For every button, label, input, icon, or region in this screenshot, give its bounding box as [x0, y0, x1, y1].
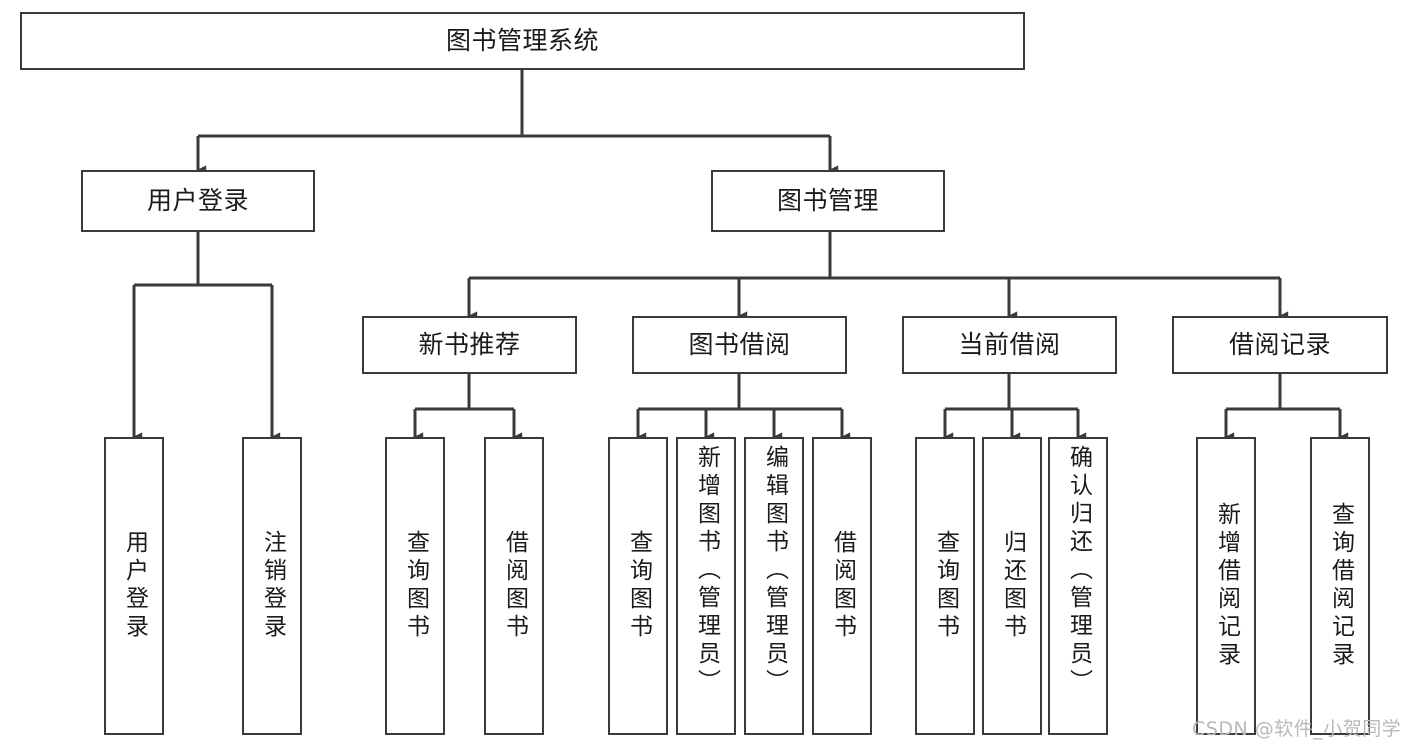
node-label: 新增图书（管理员）: [693, 445, 720, 697]
node-label: 查询图书: [402, 530, 429, 642]
node-leaf-query-book-3[interactable]: 查询图书: [915, 437, 975, 735]
node-leaf-user-login[interactable]: 用户登录: [104, 437, 164, 735]
node-label: 图书管理系统: [445, 26, 599, 56]
node-current-borrow[interactable]: 当前借阅: [902, 316, 1117, 374]
node-label: 查询图书: [625, 530, 652, 642]
node-leaf-query-book-1[interactable]: 查询图书: [385, 437, 445, 735]
node-label: 图书管理: [776, 186, 879, 216]
node-leaf-user-logout[interactable]: 注销登录: [242, 437, 302, 735]
node-label: 新增借阅记录: [1213, 502, 1240, 670]
node-leaf-borrow-book-2[interactable]: 借阅图书: [812, 437, 872, 735]
node-label: 当前借阅: [958, 330, 1061, 360]
node-label: 查询图书: [932, 530, 959, 642]
node-new-book-rec[interactable]: 新书推荐: [362, 316, 577, 374]
node-label: 归还图书: [999, 530, 1026, 642]
node-borrow-record[interactable]: 借阅记录: [1172, 316, 1388, 374]
node-book-manage[interactable]: 图书管理: [711, 170, 945, 232]
node-leaf-return-book[interactable]: 归还图书: [982, 437, 1042, 735]
node-leaf-add-book[interactable]: 新增图书（管理员）: [676, 437, 736, 735]
node-leaf-confirm-return[interactable]: 确认归还（管理员）: [1048, 437, 1108, 735]
node-user-login[interactable]: 用户登录: [81, 170, 315, 232]
node-label: 图书借阅: [688, 330, 791, 360]
node-label: 借阅记录: [1228, 330, 1331, 360]
node-label: 借阅图书: [501, 530, 528, 642]
node-label: 编辑图书（管理员）: [761, 445, 788, 697]
node-label: 注销登录: [259, 530, 286, 642]
csdn-watermark: CSDN @软件_小贺同学: [1192, 718, 1402, 740]
node-label: 查询借阅记录: [1327, 502, 1354, 670]
node-book-borrow[interactable]: 图书借阅: [632, 316, 847, 374]
node-label: 用户登录: [121, 530, 148, 642]
node-leaf-query-record[interactable]: 查询借阅记录: [1310, 437, 1370, 735]
node-leaf-query-book-2[interactable]: 查询图书: [608, 437, 668, 735]
node-label: 用户登录: [146, 186, 249, 216]
node-leaf-edit-book[interactable]: 编辑图书（管理员）: [744, 437, 804, 735]
node-label: 借阅图书: [829, 530, 856, 642]
node-label: 新书推荐: [418, 330, 521, 360]
node-root[interactable]: 图书管理系统: [20, 12, 1025, 70]
node-leaf-add-record[interactable]: 新增借阅记录: [1196, 437, 1256, 735]
node-leaf-borrow-book-1[interactable]: 借阅图书: [484, 437, 544, 735]
node-label: 确认归还（管理员）: [1065, 445, 1092, 697]
